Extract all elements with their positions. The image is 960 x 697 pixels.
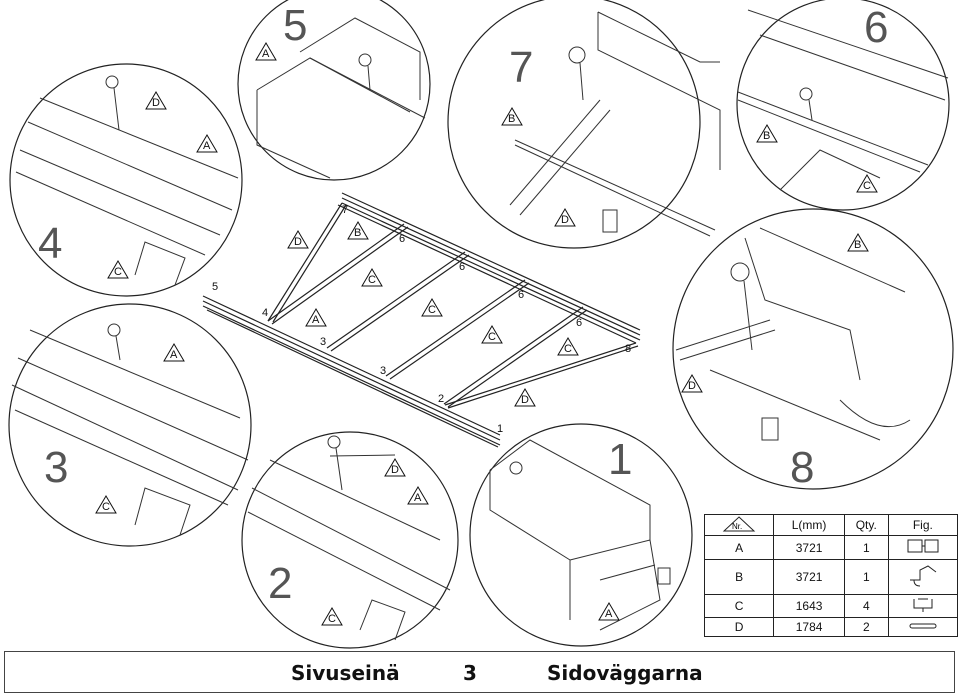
callout-b: B bbox=[354, 227, 361, 239]
assembly-number-4: 4 bbox=[262, 307, 268, 319]
assembly-number-8: 8 bbox=[625, 343, 631, 355]
cell-nr: B bbox=[703, 559, 775, 595]
callout-a: A bbox=[262, 48, 270, 60]
table-row: C 1643 4 bbox=[703, 594, 959, 618]
assembly-number-6: 6 bbox=[459, 261, 465, 273]
detail-circle-2 bbox=[241, 431, 459, 649]
callout-c: C bbox=[564, 343, 572, 355]
cell-fig bbox=[887, 559, 959, 595]
profile-b-icon bbox=[909, 564, 937, 586]
profile-c-icon bbox=[913, 598, 933, 612]
callout-c: C bbox=[863, 180, 871, 192]
cell-length: 1643 bbox=[773, 594, 845, 618]
table-row: B 3721 1 bbox=[703, 559, 959, 595]
cell-nr: D bbox=[703, 617, 775, 637]
assembly-number-3: 3 bbox=[380, 365, 386, 377]
header-qty: Qty. bbox=[843, 514, 889, 536]
callout-b: B bbox=[508, 113, 515, 125]
callout-c: C bbox=[328, 613, 336, 625]
cell-qty: 4 bbox=[843, 594, 889, 618]
callout-a: A bbox=[312, 314, 320, 326]
detail-number-6: 6 bbox=[864, 3, 888, 52]
main-frame-assembly bbox=[202, 192, 641, 448]
cell-fig bbox=[887, 617, 959, 637]
callout-c: C bbox=[114, 266, 122, 278]
assembly-number-7: 7 bbox=[342, 204, 348, 216]
callout-b: B bbox=[763, 130, 770, 142]
detail-circle-6 bbox=[736, 0, 950, 211]
callout-d: D bbox=[561, 214, 569, 226]
detail-number-7: 7 bbox=[509, 43, 533, 92]
detail-circle-4 bbox=[9, 63, 243, 297]
detail-number-3: 3 bbox=[44, 443, 68, 492]
callout-b: B bbox=[854, 239, 861, 251]
cell-length: 1784 bbox=[773, 617, 845, 637]
profile-a-icon bbox=[907, 539, 939, 553]
assembly-number-2: 2 bbox=[438, 393, 444, 405]
callout-a: A bbox=[170, 349, 178, 361]
cell-qty: 1 bbox=[843, 559, 889, 595]
header-nr: Nr. bbox=[703, 514, 775, 536]
nr-triangle-icon: Nr. bbox=[722, 515, 756, 531]
cell-length: 3721 bbox=[773, 535, 845, 560]
cell-fig bbox=[887, 535, 959, 560]
detail-circle-8 bbox=[672, 208, 954, 490]
header-length: L(mm) bbox=[773, 514, 845, 536]
cell-length: 3721 bbox=[773, 559, 845, 595]
callout-d: D bbox=[294, 236, 302, 248]
cell-nr: C bbox=[703, 594, 775, 618]
detail-number-5: 5 bbox=[283, 1, 307, 50]
callout-c: C bbox=[428, 304, 436, 316]
detail-circle-1 bbox=[469, 423, 693, 647]
callout-a: A bbox=[605, 608, 613, 620]
table-row: A 3721 1 bbox=[703, 535, 959, 560]
detail-circle-5 bbox=[237, 0, 431, 181]
assembly-number-1: 1 bbox=[497, 423, 503, 435]
callout-c: C bbox=[102, 501, 110, 513]
cell-qty: 1 bbox=[843, 535, 889, 560]
footer-page-number: 3 bbox=[463, 661, 477, 685]
detail-number-1: 1 bbox=[608, 435, 632, 484]
table-row: D 1784 2 bbox=[703, 617, 959, 637]
assembly-number-6: 6 bbox=[518, 289, 524, 301]
detail-circle-3 bbox=[8, 303, 252, 547]
profile-d-icon bbox=[909, 623, 937, 628]
callout-c: C bbox=[368, 274, 376, 286]
parts-table-header-row: Nr. L(mm) Qty. Fig. bbox=[703, 514, 959, 536]
detail-number-4: 4 bbox=[38, 219, 62, 268]
callout-d: D bbox=[391, 464, 399, 476]
parts-table: Nr. L(mm) Qty. Fig. A 3721 1 B 3721 1 C … bbox=[703, 514, 959, 637]
callout-d: D bbox=[521, 394, 529, 406]
callout-a: A bbox=[203, 140, 211, 152]
cell-nr: A bbox=[703, 535, 775, 560]
assembly-number-3: 3 bbox=[320, 336, 326, 348]
footer-title-finnish: Sivuseinä bbox=[291, 661, 400, 685]
callout-a: A bbox=[414, 492, 422, 504]
assembly-number-6: 6 bbox=[576, 317, 582, 329]
callout-c: C bbox=[488, 331, 496, 343]
callout-d: D bbox=[152, 97, 160, 109]
detail-number-8: 8 bbox=[790, 443, 814, 492]
footer-title-swedish: Sidoväggarna bbox=[547, 661, 703, 685]
cell-qty: 2 bbox=[843, 617, 889, 637]
cell-fig bbox=[887, 594, 959, 618]
page-footer: Sivuseinä 3 Sidoväggarna bbox=[4, 651, 955, 693]
callout-d: D bbox=[688, 380, 696, 392]
detail-number-2: 2 bbox=[268, 559, 292, 608]
assembly-number-5: 5 bbox=[212, 281, 218, 293]
svg-text:Nr.: Nr. bbox=[732, 522, 742, 531]
assembly-number-6: 6 bbox=[399, 233, 405, 245]
header-fig: Fig. bbox=[887, 514, 959, 536]
detail-circle-7 bbox=[447, 0, 701, 249]
